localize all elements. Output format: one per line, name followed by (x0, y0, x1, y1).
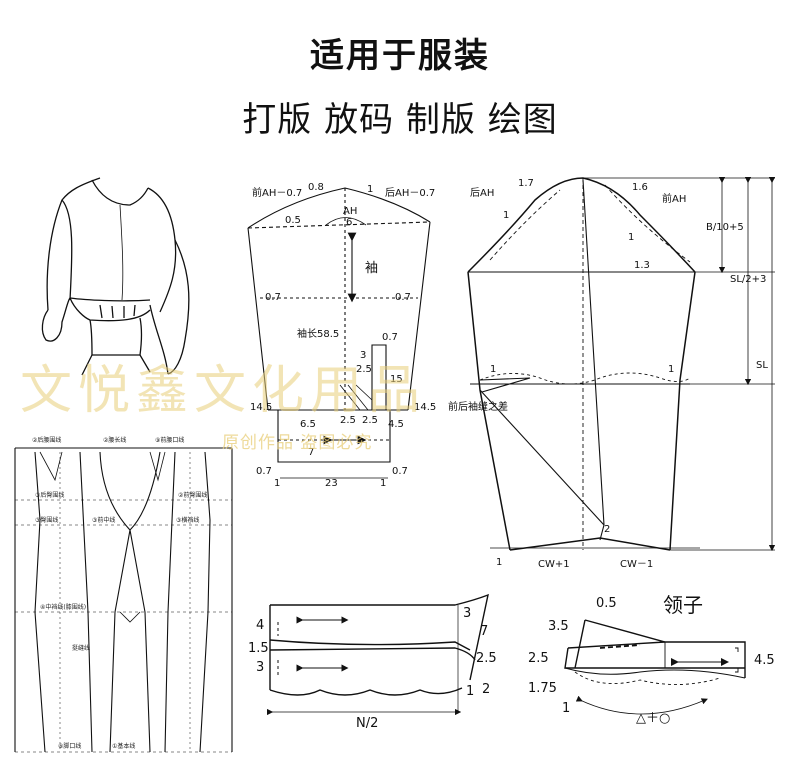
waistband-v1: 1 (466, 684, 474, 699)
collar-v1: 1 (562, 701, 570, 716)
collar-formula: △＋○ (636, 711, 670, 726)
sleeve-v145l: 14.5 (250, 402, 272, 413)
waistband-v15: 1.5 (248, 641, 269, 656)
large-cw-minus: CW－1 (620, 559, 653, 570)
large-cw-plus: CW+1 (538, 559, 570, 570)
large-v1d: 1 (668, 364, 674, 375)
pants-l12: 挺缝线 (72, 644, 90, 652)
large-v2: 2 (604, 524, 610, 535)
large-front-ah: 前AH (662, 192, 686, 205)
waistband-v3b: 3 (256, 660, 264, 675)
waistband-v2: 2 (482, 682, 490, 697)
sleeve-left-07: 0.7 (265, 292, 281, 303)
sleeve-right-val: 1 (367, 184, 373, 195)
blouse-illustration (41, 177, 190, 376)
collar-v05: 0.5 (596, 596, 617, 611)
large-v1e: 1 (496, 557, 502, 568)
sleeve-v25c: 2.5 (362, 415, 378, 426)
sleeve-left-val: 0.5 (285, 215, 301, 226)
pants-l11: ③前中线 (92, 516, 115, 524)
watermark-notice: 原创作品 盗图必究 (222, 433, 373, 453)
large-v13: 1.3 (634, 260, 650, 271)
collar-v25: 2.5 (528, 651, 549, 666)
large-v17: 1.7 (518, 178, 534, 189)
waistband-n2: N/2 (356, 716, 378, 731)
collar-v35: 3.5 (548, 619, 569, 634)
pants-l7: ⑧脚口线 (58, 742, 81, 750)
sleeve-v7: 7 (308, 447, 314, 458)
sleeve-v07r: 0.7 (392, 466, 408, 477)
sleeve-v07l: 0.7 (256, 466, 272, 477)
sleeve-v3: 3 (360, 350, 366, 361)
waistband-v3a: 3 (463, 606, 471, 621)
pants-l1: ②后腰围线 (32, 436, 61, 444)
main-title: 适用于服装 (310, 36, 490, 76)
collar-v175: 1.75 (528, 681, 557, 696)
pants-l8: ①基本线 (112, 742, 135, 750)
collar-title: 领子 (663, 593, 703, 617)
watermark-brand: 文悦鑫文化用品 (20, 361, 427, 421)
large-v1a: 1 (503, 210, 509, 221)
sleeve-v1l: 1 (274, 478, 280, 489)
pants-l9: ⑨前腰口线 (155, 436, 184, 444)
sleeve-front-ah: 前AH－0.7 (252, 186, 302, 199)
large-sl-formula: SL/2+3 (730, 274, 766, 285)
sleeve-ah-div: 6 (346, 217, 352, 228)
pants-l3: ②腰长线 (103, 436, 126, 444)
waistband-v25: 2.5 (476, 651, 497, 666)
sleeve-top-val: 0.8 (308, 182, 324, 193)
sleeve-v25b: 2.5 (340, 415, 356, 426)
pants-l6: ④中裆线(膝围线) (40, 603, 86, 611)
sleeve-v15: 15 (390, 374, 403, 385)
sleeve-v65: 6.5 (300, 419, 316, 430)
large-sl: SL (756, 360, 768, 371)
sleeve-v45: 4.5 (388, 419, 404, 430)
pants-l10: ②前臀围线 (178, 491, 207, 499)
sleeve-ah-label: AH (343, 206, 357, 217)
waistband-v4: 4 (256, 618, 264, 633)
large-v1c: 1 (490, 364, 496, 375)
pants-l5: ③横裆线 (176, 516, 199, 524)
collar-draft (564, 619, 746, 715)
waistband-v7: 7 (480, 624, 488, 639)
sleeve-large-draft (467, 176, 776, 552)
pants-l2: ③后臀围线 (35, 491, 64, 499)
collar-v45: 4.5 (754, 653, 775, 668)
sleeve-back-ah: 后AH－0.7 (385, 187, 435, 199)
sleeve-char: 袖 (365, 261, 378, 276)
sleeve-v23: 23 (325, 478, 338, 489)
sleeve-v145r: 14.5 (414, 402, 436, 413)
sleeve-v25a: 2.5 (356, 364, 372, 375)
pants-l4: ③臀围线 (35, 516, 58, 524)
sleeve-v07b: 0.7 (382, 332, 398, 343)
subtitle: 打版 放码 制版 绘图 (242, 100, 558, 140)
large-seam-diff: 前后袖缝之差 (448, 400, 508, 413)
sleeve-right-07: 0.7 (395, 292, 411, 303)
sleeve-v1r: 1 (380, 478, 386, 489)
waistband-draft (266, 593, 489, 716)
sleeve-length: 袖长58.5 (297, 327, 339, 340)
large-v1b: 1 (628, 232, 634, 243)
large-b-formula: B/10+5 (706, 222, 744, 233)
large-v16: 1.6 (632, 182, 648, 193)
large-back-ah: 后AH (470, 187, 494, 199)
pants-draft (14, 447, 233, 753)
sleeve-draft (247, 187, 431, 479)
